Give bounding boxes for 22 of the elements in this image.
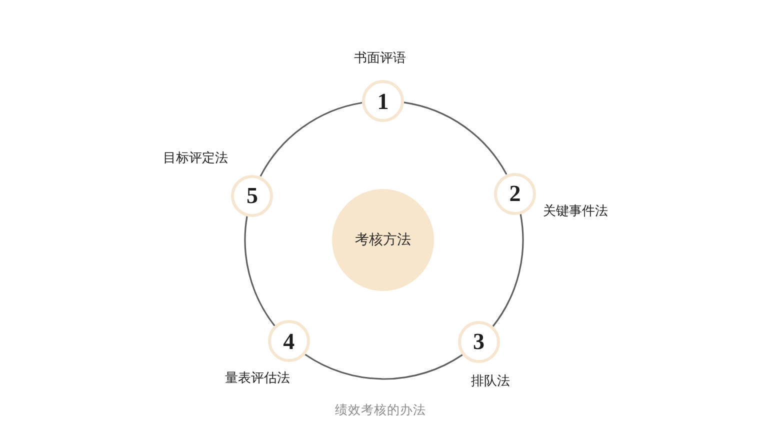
method-label: 排队法 (471, 374, 510, 390)
number-circle (268, 320, 310, 362)
figure-caption: 绩效考核的办法 (335, 402, 426, 418)
step-number: 2 (509, 182, 521, 206)
ring-arc (404, 102, 508, 175)
number-circle (458, 320, 500, 363)
step-number: 4 (283, 330, 295, 353)
method-label: 关键事件法 (543, 204, 608, 220)
center-label: 考核方法 (355, 232, 411, 248)
number-circle (494, 172, 536, 215)
method-label: 目标评定法 (163, 151, 228, 167)
number-circle (362, 80, 404, 122)
number-circle (231, 174, 274, 217)
step-number: 3 (473, 330, 485, 354)
method-label: 量表评估法 (225, 371, 290, 387)
step-number: 5 (246, 184, 258, 208)
ring-arc (244, 216, 276, 326)
step-number: 1 (377, 90, 389, 112)
ring-arc (304, 354, 463, 380)
method-label: 书面评语 (354, 51, 406, 67)
ring-arc (492, 214, 524, 327)
ring-arc (260, 102, 362, 177)
